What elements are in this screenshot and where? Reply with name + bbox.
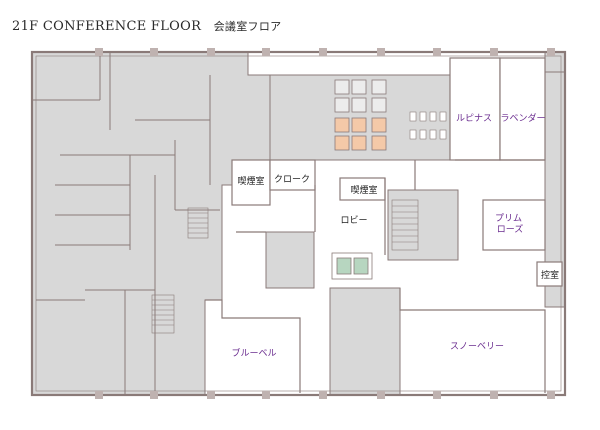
inner-wall [35, 55, 562, 392]
label-snowberry: スノーベリー [450, 342, 504, 352]
floor-title: 21F CONFERENCE FLOOR 会議室フロア [12, 18, 281, 34]
label-bluebell: ブルーベル [231, 347, 276, 359]
stair-center-west [187, 207, 209, 239]
elevator-bank-north [334, 79, 387, 151]
restroom-fixtures [409, 111, 447, 140]
room-lavender [499, 57, 546, 161]
walls [30, 50, 567, 397]
label-lupinus: ルピナス [456, 113, 492, 124]
label-cloak: クローク [274, 174, 310, 185]
room-bluebell-wall [205, 299, 301, 393]
partitions-west [32, 52, 220, 395]
label-waiting-room: 控室 [541, 269, 559, 281]
room-walls-open [205, 159, 546, 393]
stair-west [151, 294, 175, 334]
service-zone-west [31, 51, 271, 396]
room-smoking-1 [231, 159, 271, 206]
room-snowberry-wall [399, 288, 546, 393]
floor-name-jp: 会議室フロア [213, 20, 282, 33]
label-smoking-room-2: 喫煙室 [350, 184, 377, 196]
stair-east [391, 199, 419, 251]
column-markers [95, 48, 555, 399]
label-lavender: ラベンダー [500, 112, 545, 124]
service-zone-wc-west [265, 231, 315, 289]
stairs [151, 199, 419, 334]
room-primrose [482, 199, 546, 251]
outer-wall [30, 50, 567, 397]
label-primrose: プリム ローズ [495, 213, 525, 235]
service-zone-stair-east [387, 189, 459, 261]
room-cloak [269, 159, 316, 191]
service-zone-south-core [329, 287, 401, 396]
floor-number: 21F [12, 19, 39, 34]
label-smoking-room-1: 喫煙室 [237, 175, 264, 187]
facility-labels: 喫煙室 クローク 喫煙室 ロビー 控室 [237, 174, 559, 281]
label-lobby: ロビー [340, 215, 367, 226]
room-lupinus [449, 57, 501, 161]
room-waiting [536, 261, 563, 287]
room-labels: ルピナス ラベンダー プリム ローズ ブルーベル スノーベリー [231, 112, 545, 359]
elevator-bank-lobby [331, 252, 373, 280]
floor-name: CONFERENCE FLOOR [42, 19, 202, 34]
